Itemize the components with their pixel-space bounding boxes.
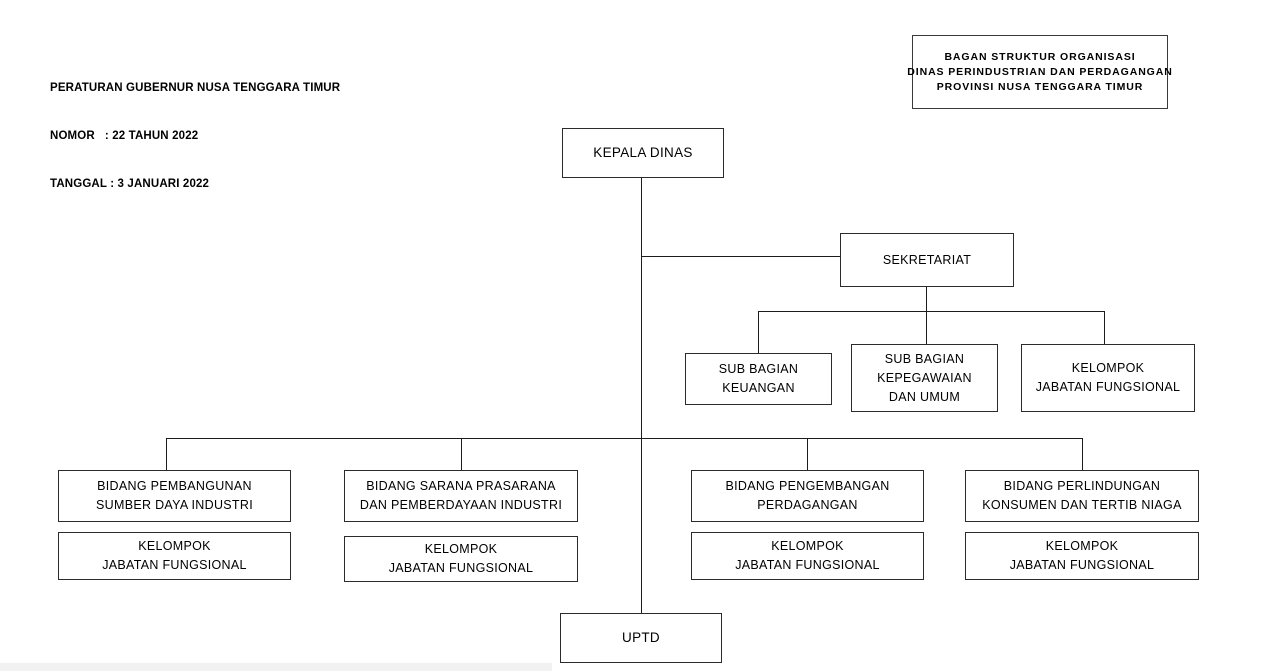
node-bidang-2-line-2: DAN PEMBERDAYAAN INDUSTRI [359, 498, 563, 512]
chart-title-box: BAGAN STRUKTUR ORGANISASI DINAS PERINDUS… [907, 35, 1172, 109]
connector-subbagian-kepegawaian-drop [926, 310, 928, 345]
chart-title-line-2: DINAS PERINDUSTRIAN DAN PERDAGANGAN [907, 65, 1173, 78]
legal-reference-line-3: TANGGAL : 3 JANUARI 2022 [50, 178, 210, 190]
node-kelompok-sekretariat-line-1: KELOMPOK [1071, 361, 1145, 375]
node-sub-bagian-kepegawaian-dan-umum[interactable]: SUB BAGIAN KEPEGAWAIAN DAN UMUM [851, 344, 998, 412]
node-bidang-4-line-2: KONSUMEN DAN TERTIB NIAGA [982, 498, 1182, 512]
node-bidang-pembangunan-sumber-daya-industri[interactable]: BIDANG PEMBANGUNAN SUMBER DAYA INDUSTRI [58, 470, 291, 522]
connector-division-1-drop [166, 437, 168, 471]
chart-title-line-3: PROVINSI NUSA TENGGARA TIMUR [936, 80, 1144, 93]
node-kelompok-jabatan-fungsional-bidang-4[interactable]: KELOMPOK JABATAN FUNGSIONAL [965, 532, 1199, 580]
connector-secretariat-bus [758, 310, 1105, 312]
node-sub-bagian-kepegawaian-line-3: DAN UMUM [888, 389, 961, 404]
connector-main-spine [640, 178, 642, 613]
node-bidang-pengembangan-perdagangan[interactable]: BIDANG PENGEMBANGAN PERDAGANGAN [691, 470, 924, 522]
node-sub-bagian-keuangan[interactable]: SUB BAGIAN KEUANGAN [685, 353, 832, 405]
connector-secretariat-branch [640, 255, 841, 257]
node-kelompok-bidang-2-line-2: JABATAN FUNGSIONAL [388, 561, 534, 575]
node-kelompok-bidang-4-line-1: KELOMPOK [1045, 539, 1119, 553]
node-bidang-1-line-2: SUMBER DAYA INDUSTRI [96, 498, 253, 512]
node-bidang-perlindungan-konsumen-dan-tertib-niaga[interactable]: BIDANG PERLINDUNGAN KONSUMEN DAN TERTIB … [965, 470, 1199, 522]
node-kelompok-sekretariat-line-2: JABATAN FUNGSIONAL [1035, 380, 1181, 394]
connector-division-2-drop [460, 437, 462, 471]
node-kepala-dinas-label: KEPALA DINAS [593, 145, 693, 160]
node-sub-bagian-kepegawaian-line-2: KEPEGAWAIAN [877, 370, 972, 385]
connector-division-4-drop [1081, 437, 1083, 471]
legal-reference-line-1: PERATURAN GUBERNUR NUSA TENGGARA TIMUR [50, 82, 341, 94]
node-bidang-4-line-1: BIDANG PERLINDUNGAN [1003, 479, 1161, 493]
node-kelompok-jabatan-fungsional-bidang-1[interactable]: KELOMPOK JABATAN FUNGSIONAL [58, 532, 291, 580]
node-sekretariat[interactable]: SEKRETARIAT [840, 233, 1014, 287]
connector-kelompok-sekretariat-drop [1103, 310, 1105, 345]
node-kelompok-bidang-4-line-2: JABATAN FUNGSIONAL [1009, 558, 1155, 572]
node-bidang-sarana-prasarana-dan-pemberdayaan-industri[interactable]: BIDANG SARANA PRASARANA DAN PEMBERDAYAAN… [344, 470, 578, 522]
node-kelompok-jabatan-fungsional-sekretariat[interactable]: KELOMPOK JABATAN FUNGSIONAL [1021, 344, 1195, 412]
legal-reference-line-2: NOMOR : 22 TAHUN 2022 [50, 130, 199, 142]
viewer-bottom-strip [0, 663, 552, 671]
node-kelompok-jabatan-fungsional-bidang-3[interactable]: KELOMPOK JABATAN FUNGSIONAL [691, 532, 924, 580]
node-sekretariat-label: SEKRETARIAT [882, 252, 972, 267]
node-uptd-label: UPTD [622, 630, 660, 645]
connector-secretariat-drop [926, 287, 928, 311]
node-kelompok-bidang-1-line-1: KELOMPOK [138, 539, 211, 553]
chart-title-line-1: BAGAN STRUKTUR ORGANISASI [944, 50, 1136, 63]
node-kelompok-bidang-3-line-1: KELOMPOK [771, 539, 844, 553]
node-sub-bagian-kepegawaian-line-1: SUB BAGIAN [884, 351, 965, 366]
node-bidang-3-line-1: BIDANG PENGEMBANGAN [725, 479, 890, 493]
node-kelompok-jabatan-fungsional-bidang-2[interactable]: KELOMPOK JABATAN FUNGSIONAL [344, 536, 578, 582]
node-kelompok-bidang-2-line-1: KELOMPOK [424, 542, 498, 556]
node-bidang-2-line-1: BIDANG SARANA PRASARANA [366, 479, 556, 493]
node-bidang-3-line-2: PERDAGANGAN [757, 498, 858, 512]
node-sub-bagian-keuangan-line-2: KEUANGAN [722, 381, 795, 395]
node-kelompok-bidang-3-line-2: JABATAN FUNGSIONAL [735, 558, 880, 572]
node-sub-bagian-keuangan-line-1: SUB BAGIAN [718, 362, 799, 376]
connector-division-bus [166, 437, 1083, 439]
connector-division-3-drop [807, 437, 809, 471]
node-kelompok-bidang-1-line-2: JABATAN FUNGSIONAL [102, 558, 247, 572]
legal-reference-block: PERATURAN GUBERNUR NUSA TENGGARA TIMUR N… [50, 48, 340, 224]
node-kepala-dinas[interactable]: KEPALA DINAS [562, 128, 724, 178]
node-bidang-1-line-1: BIDANG PEMBANGUNAN [97, 479, 252, 493]
connector-subbagian-keuangan-drop [758, 310, 760, 354]
node-uptd[interactable]: UPTD [560, 613, 722, 663]
